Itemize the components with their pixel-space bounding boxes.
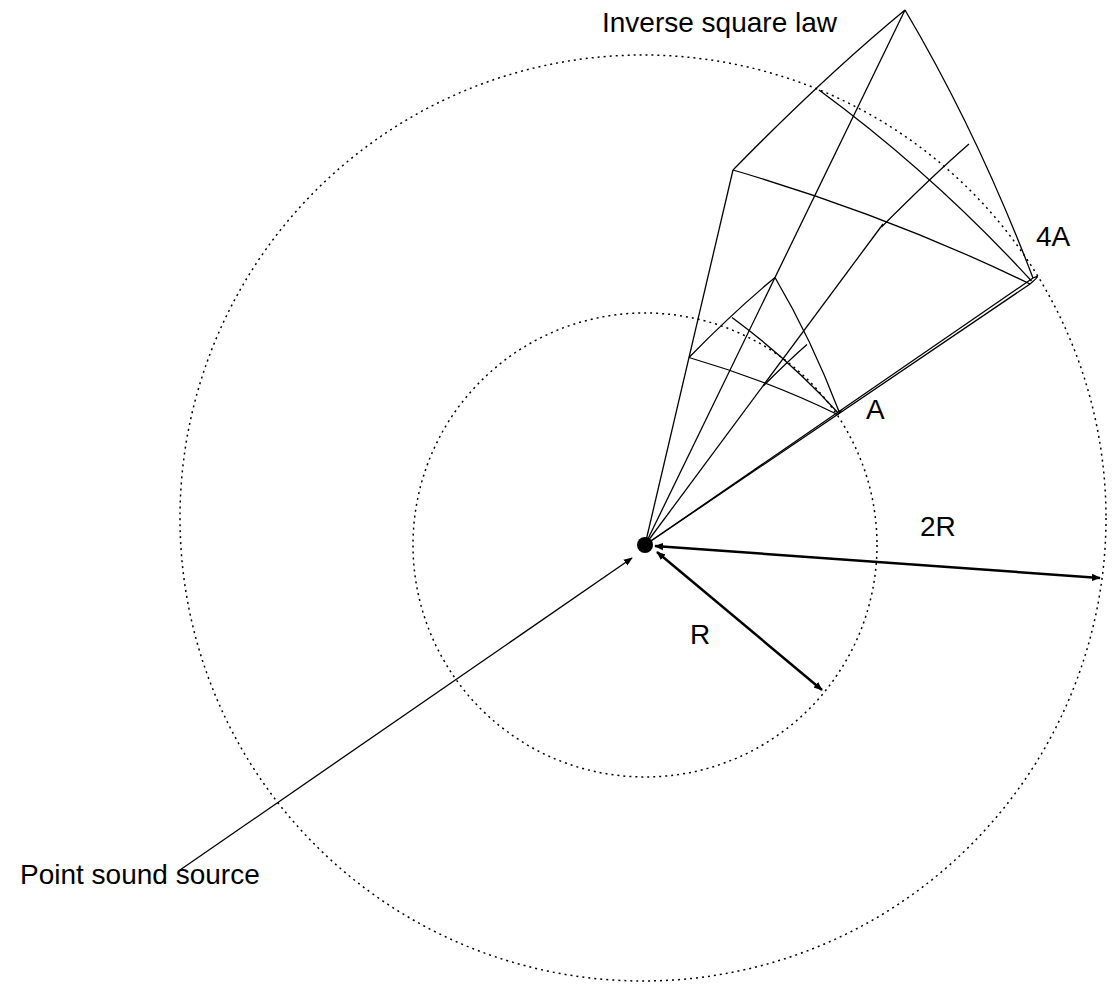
ray-line [645, 224, 883, 545]
source-label: Point sound source [20, 860, 260, 891]
inner-sphere [413, 313, 877, 777]
patch-line [905, 10, 1033, 278]
radius-arrow [657, 552, 822, 690]
ray-line [645, 278, 1033, 545]
patch-line [775, 278, 839, 412]
patch-line [819, 90, 1032, 281]
ray-line [645, 10, 905, 545]
cone [645, 10, 1037, 545]
diagram-title: Inverse square law [602, 8, 837, 39]
patch-line [763, 345, 807, 387]
outer-sphere [180, 55, 1106, 981]
area-label: A [866, 395, 885, 426]
distance-label: 2R [920, 512, 956, 543]
leader-line [180, 558, 632, 870]
ray-line [645, 170, 733, 545]
distance-label: R [690, 620, 710, 651]
patch-line [882, 144, 970, 227]
area-label: 4A [1036, 222, 1070, 253]
point-source [637, 537, 653, 553]
double-radius-arrow [655, 546, 1100, 578]
patch-line [1030, 276, 1037, 284]
ray-line [645, 284, 1030, 545]
